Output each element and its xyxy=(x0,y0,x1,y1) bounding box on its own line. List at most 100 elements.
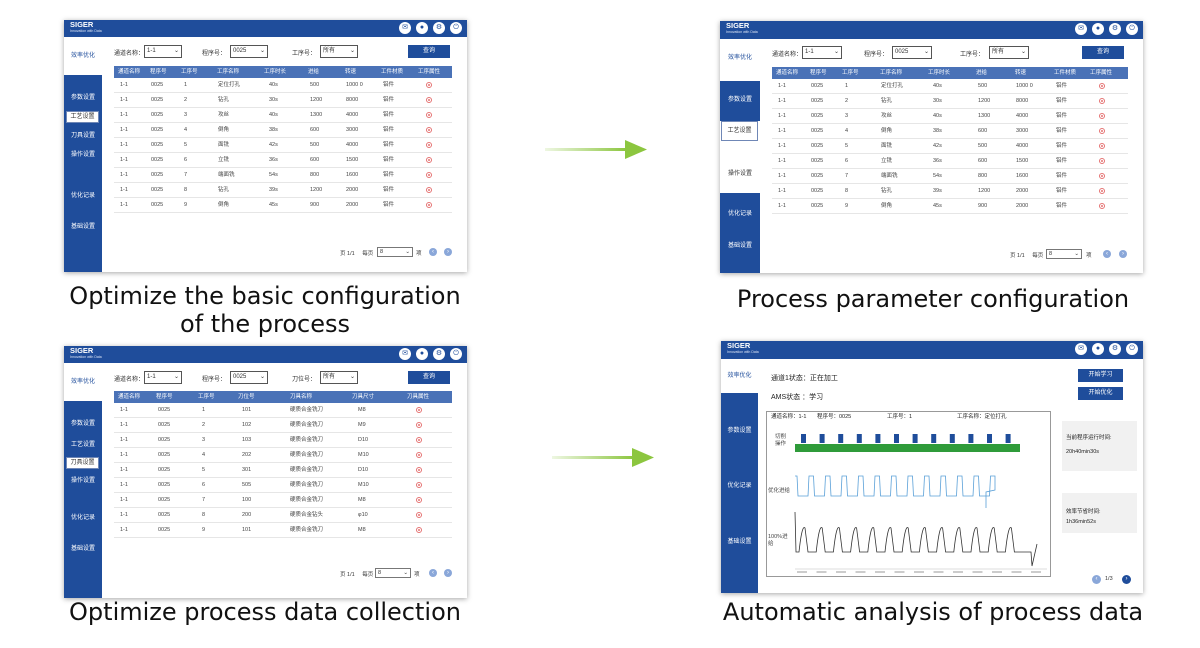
attribute-icon[interactable] xyxy=(416,512,422,518)
attribute-icon[interactable] xyxy=(426,172,432,178)
prev-page-button[interactable]: ‹ xyxy=(429,248,437,256)
power-icon[interactable]: ⏻ xyxy=(1126,343,1138,355)
settings-icon[interactable]: ⚙ xyxy=(1109,343,1121,355)
sidebar-item-params[interactable]: 参数设置 xyxy=(727,97,752,103)
power-icon[interactable]: ⏻ xyxy=(1126,23,1138,35)
sidebar-item-operation[interactable]: 操作设置 xyxy=(70,152,95,158)
next-page-button[interactable]: › xyxy=(444,569,452,577)
channel-select[interactable]: 1-1⌄ xyxy=(144,45,182,58)
query-button[interactable]: 查询 xyxy=(408,45,450,58)
attribute-icon[interactable] xyxy=(1099,143,1105,149)
prev-page-button[interactable]: ‹ xyxy=(429,569,437,577)
sidebar-item-efficiency[interactable]: 效率优化 xyxy=(70,53,95,59)
program-select[interactable]: 0025⌄ xyxy=(892,46,932,59)
channel-select[interactable]: 1-1⌄ xyxy=(802,46,842,59)
attribute-icon[interactable] xyxy=(426,82,432,88)
settings-icon[interactable]: ⚙ xyxy=(433,22,445,34)
attribute-icon[interactable] xyxy=(416,452,422,458)
attribute-icon[interactable] xyxy=(426,187,432,193)
prev-page-button[interactable]: ‹ xyxy=(1092,575,1101,584)
user-icon[interactable]: ● xyxy=(416,22,428,34)
attribute-icon[interactable] xyxy=(1099,173,1105,179)
user-icon[interactable]: ● xyxy=(1092,343,1104,355)
attribute-icon[interactable] xyxy=(426,97,432,103)
per-page-select[interactable]: 8⌄ xyxy=(375,568,411,578)
sidebar-item-basic[interactable]: 基础设置 xyxy=(727,243,752,249)
sidebar-item-process[interactable]: 工艺设置 xyxy=(66,111,99,123)
sidebar-item-process[interactable]: 工艺设置 xyxy=(721,121,758,141)
sidebar-item-operation[interactable]: 操作设置 xyxy=(727,171,752,177)
sidebar-item-operation[interactable]: 操作设置 xyxy=(70,478,95,484)
settings-icon[interactable]: ⚙ xyxy=(433,348,445,360)
attribute-icon[interactable] xyxy=(426,157,432,163)
sidebar-item-tool[interactable]: 刀具设置 xyxy=(70,133,95,139)
sidebar-item-basic[interactable]: 基础设置 xyxy=(727,539,752,545)
attribute-icon[interactable] xyxy=(1099,98,1105,104)
sidebar-item-tool[interactable]: 刀具设置 xyxy=(66,457,99,469)
attribute-icon[interactable] xyxy=(416,497,422,503)
sidebar-item-optimize-record[interactable]: 优化记录 xyxy=(727,483,752,489)
prev-page-button[interactable]: ‹ xyxy=(1103,250,1111,258)
attribute-icon[interactable] xyxy=(1099,113,1105,119)
chat-icon[interactable]: ✉ xyxy=(1075,343,1087,355)
attribute-icon[interactable] xyxy=(416,482,422,488)
attribute-icon[interactable] xyxy=(1099,188,1105,194)
program-select[interactable]: 0025⌄ xyxy=(230,371,268,384)
step-select[interactable]: 所有⌄ xyxy=(989,46,1029,59)
tool-pos-select[interactable]: 所有⌄ xyxy=(320,371,358,384)
attribute-icon[interactable] xyxy=(426,202,432,208)
query-button[interactable]: 查询 xyxy=(1082,46,1124,59)
attribute-icon[interactable] xyxy=(1099,158,1105,164)
sidebar-item-optimize-record[interactable]: 优化记录 xyxy=(727,211,752,217)
sidebar-item-params[interactable]: 参数设置 xyxy=(70,95,95,101)
attribute-icon[interactable] xyxy=(416,467,422,473)
chat-icon[interactable]: ✉ xyxy=(399,22,411,34)
chat-icon[interactable]: ✉ xyxy=(1075,23,1087,35)
attribute-icon[interactable] xyxy=(416,407,422,413)
attribute-icon[interactable] xyxy=(1099,83,1105,89)
power-icon[interactable]: ⏻ xyxy=(450,22,462,34)
sidebar-item-efficiency[interactable]: 效率优化 xyxy=(70,379,95,385)
sidebar-item-efficiency[interactable]: 效率优化 xyxy=(727,55,752,61)
channel-select[interactable]: 1-1⌄ xyxy=(144,371,182,384)
start-learn-button[interactable]: 开始学习 xyxy=(1078,369,1123,382)
sidebar-item-optimize-record[interactable]: 优化记录 xyxy=(70,515,95,521)
sidebar-item-basic[interactable]: 基础设置 xyxy=(70,224,95,230)
sidebar-item-basic[interactable]: 基础设置 xyxy=(70,546,95,552)
start-optimize-button[interactable]: 开始优化 xyxy=(1078,387,1123,400)
sidebar-item-efficiency[interactable]: 效率优化 xyxy=(727,373,752,379)
attribute-icon[interactable] xyxy=(426,142,432,148)
query-button[interactable]: 查询 xyxy=(408,371,450,384)
attribute-icon[interactable] xyxy=(426,127,432,133)
user-icon[interactable]: ● xyxy=(416,348,428,360)
attribute-icon[interactable] xyxy=(416,422,422,428)
sidebar-item-optimize-record[interactable]: 优化记录 xyxy=(70,193,95,199)
sidebar-item-process[interactable]: 工艺设置 xyxy=(70,442,95,448)
settings-icon[interactable]: ⚙ xyxy=(1109,23,1121,35)
power-icon[interactable]: ⏻ xyxy=(450,348,462,360)
per-page-select[interactable]: 8⌄ xyxy=(377,247,413,257)
